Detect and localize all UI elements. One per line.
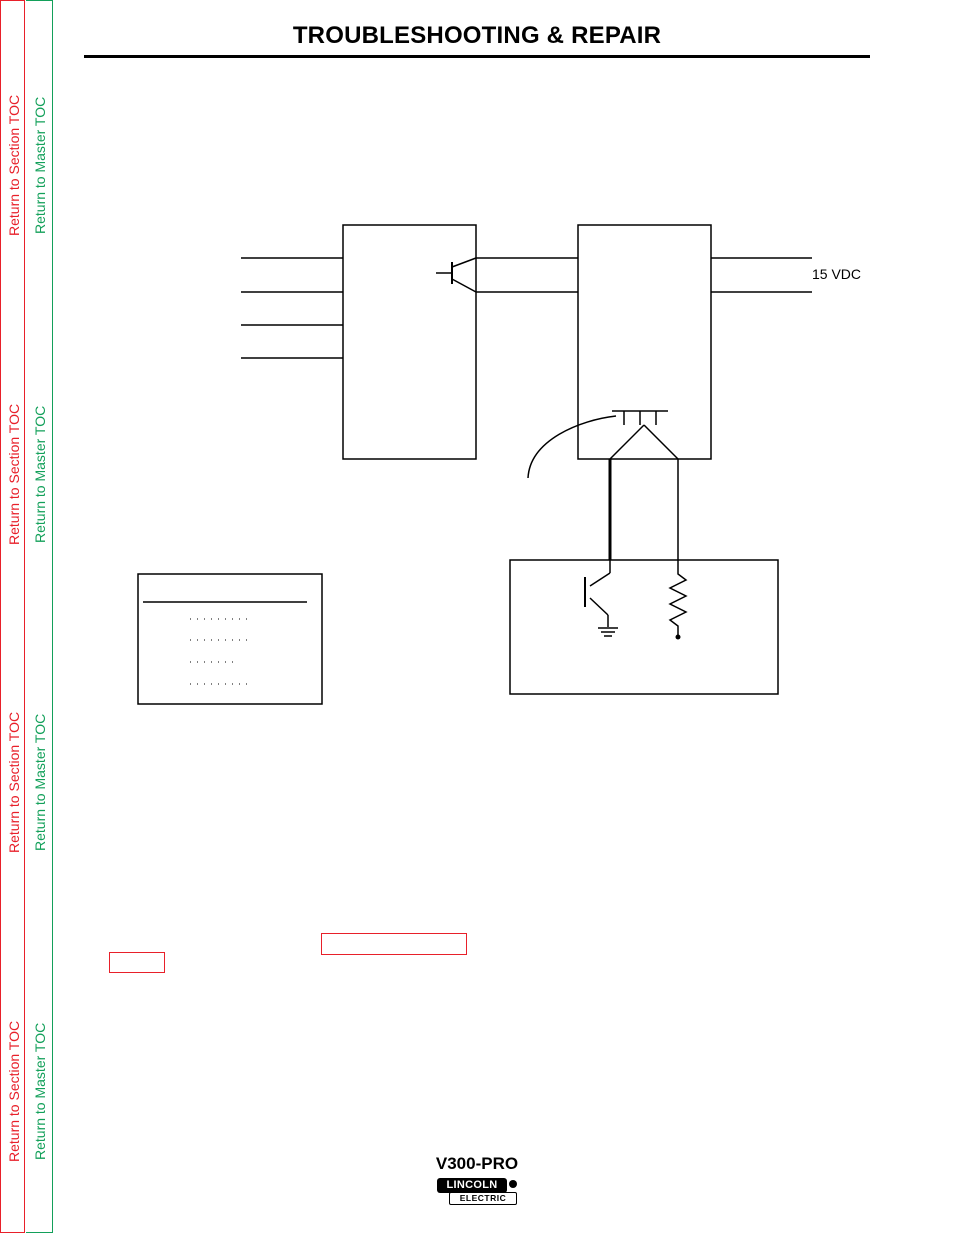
page-title: TROUBLESHOOTING & REPAIR xyxy=(292,22,662,49)
logo-top: LINCOLN xyxy=(437,1178,507,1193)
left-circuit-block xyxy=(342,224,477,460)
leader-curve xyxy=(527,415,617,479)
logo-bottom: ELECTRIC xyxy=(449,1192,517,1205)
legend-dot-leaders xyxy=(190,618,248,685)
title-rule xyxy=(84,55,870,58)
resistor-symbol xyxy=(668,560,688,637)
sensor-block xyxy=(509,559,779,695)
section-toc-strip xyxy=(0,0,25,1233)
registered-mark-icon xyxy=(509,1180,517,1188)
reference-link-box-1[interactable] xyxy=(321,933,467,955)
master-toc-strip xyxy=(26,0,53,1233)
transistor-collector xyxy=(451,257,477,268)
reference-link-box-2[interactable] xyxy=(109,952,165,973)
resistor-node xyxy=(675,634,681,640)
model-name: V300-PRO xyxy=(435,1154,519,1173)
right-circuit-block xyxy=(577,224,712,460)
voltage-label: 15 VDC xyxy=(812,266,861,282)
lincoln-electric-logo: LINCOLN ELECTRIC xyxy=(437,1178,519,1206)
legend-box xyxy=(137,573,323,705)
transistor-emitter xyxy=(451,278,477,293)
